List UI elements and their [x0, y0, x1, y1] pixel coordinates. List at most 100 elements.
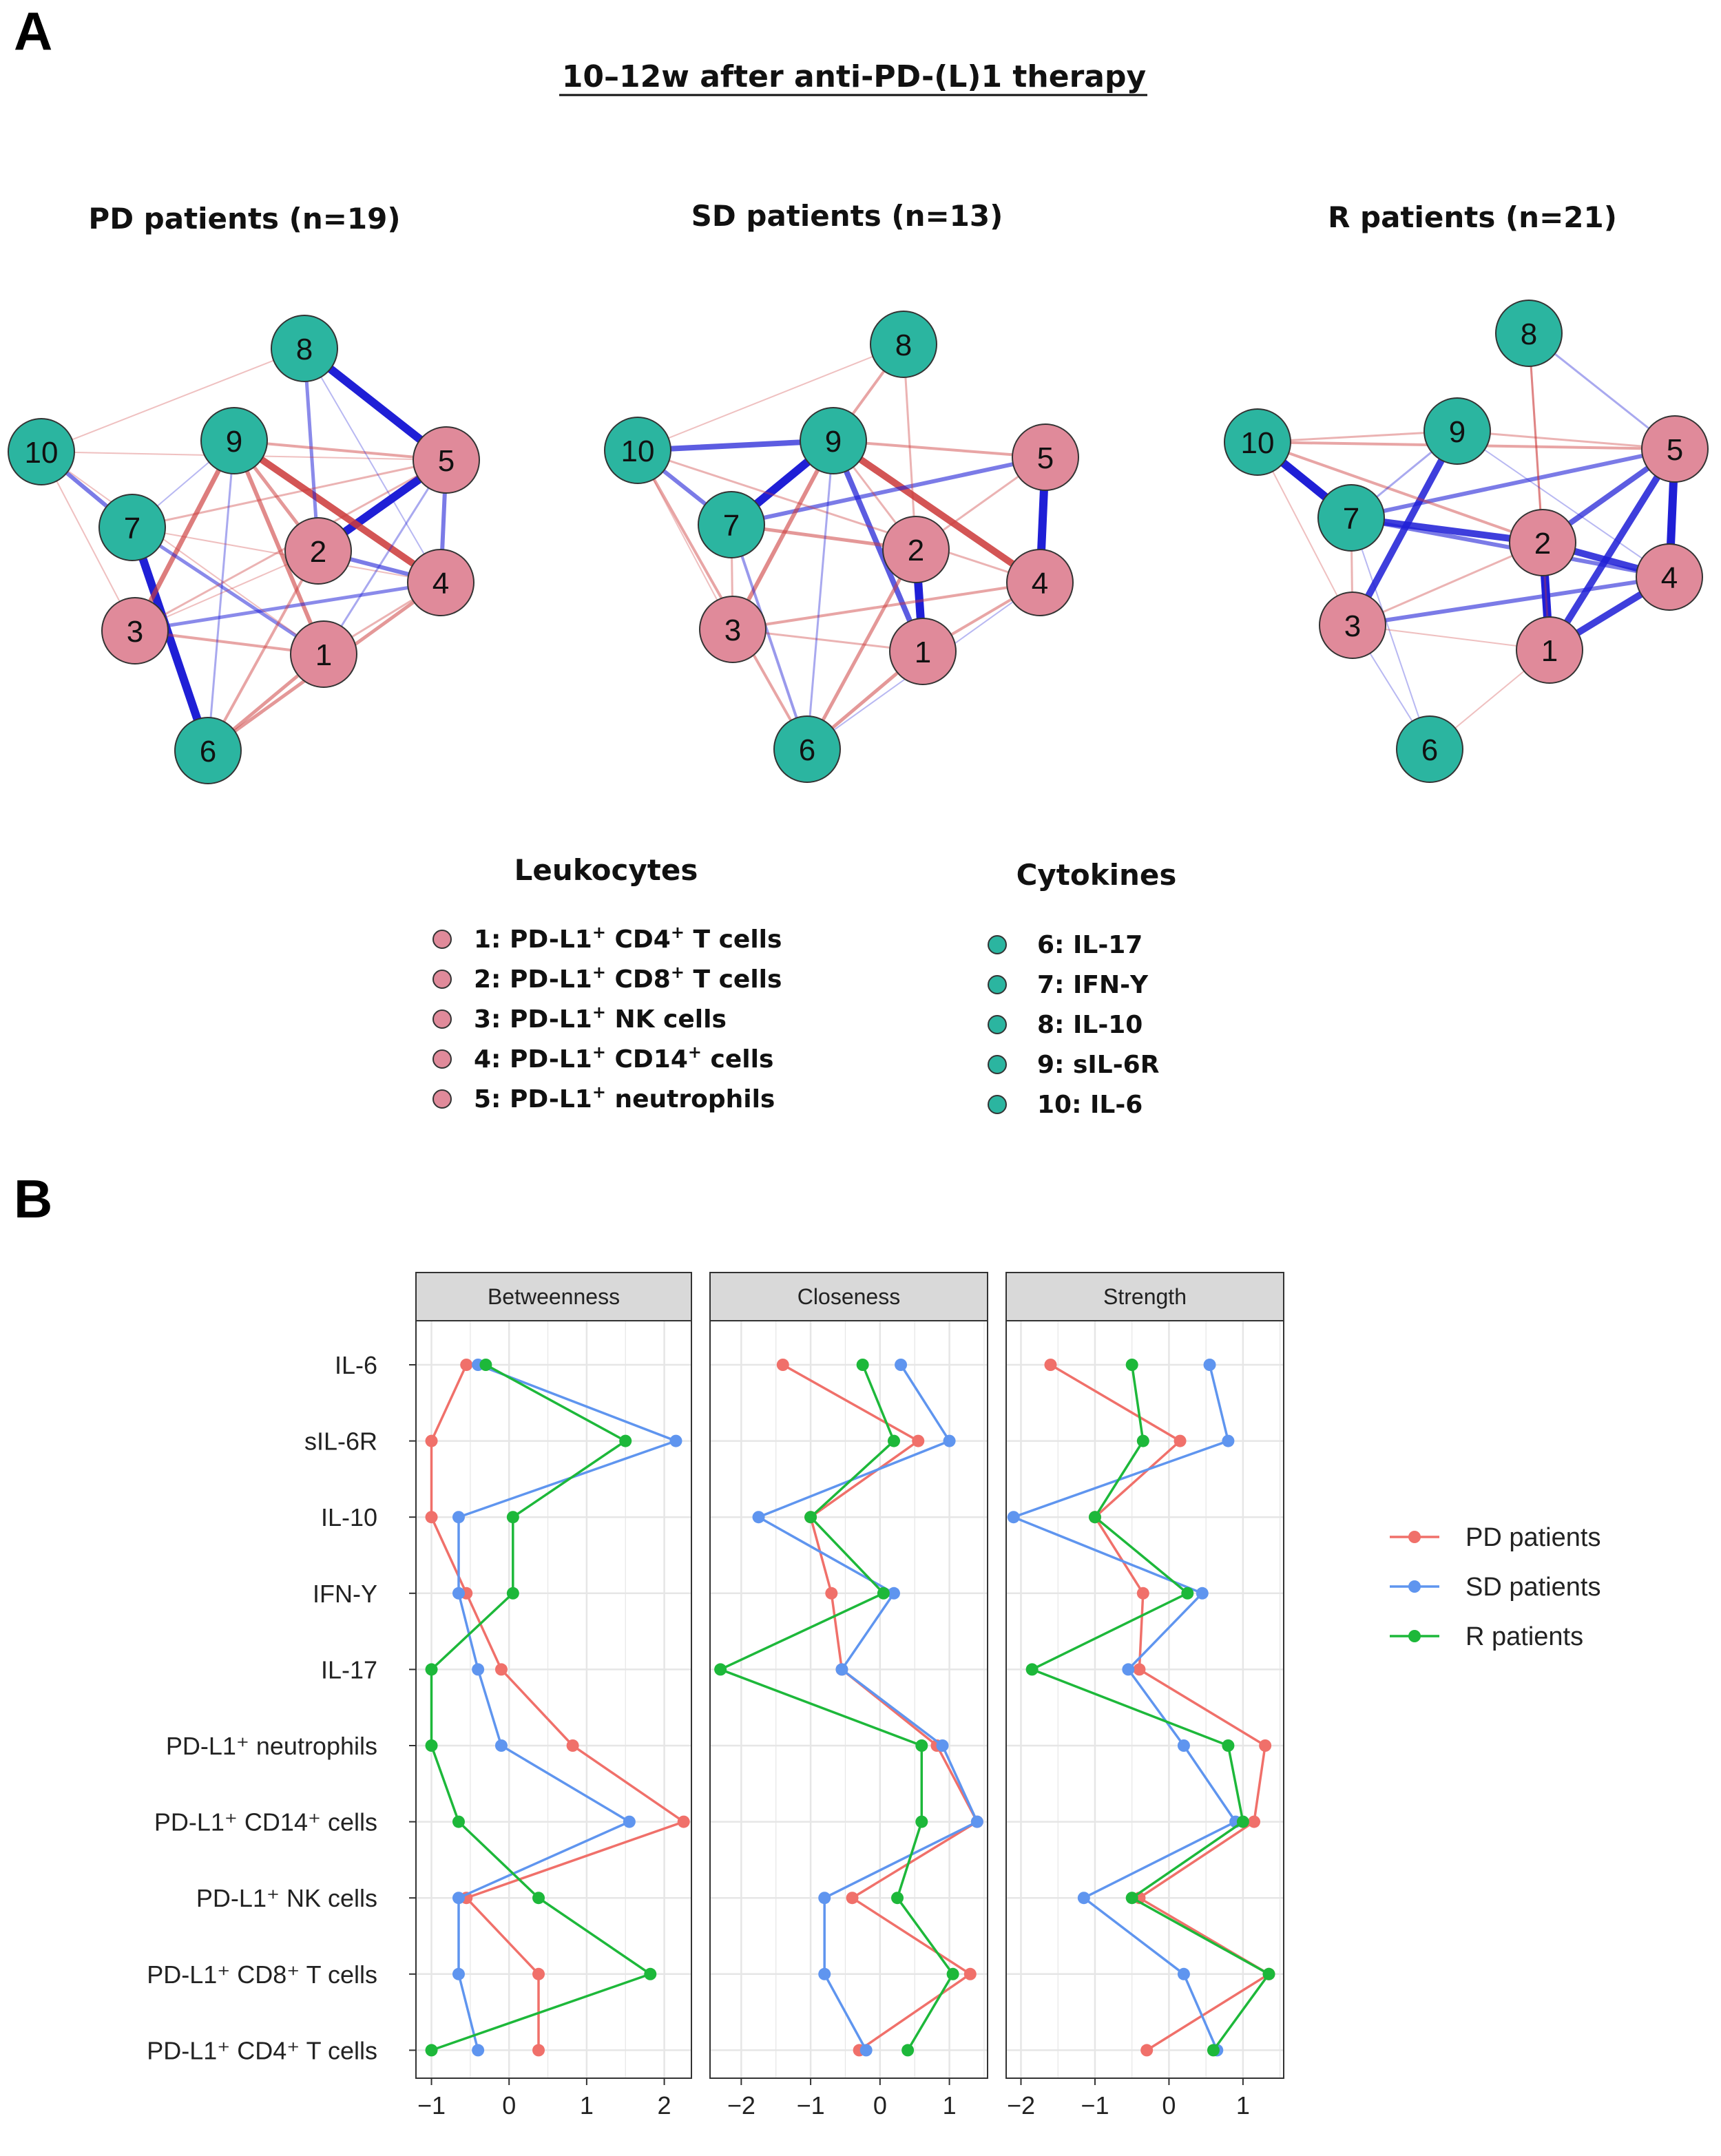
facet-strip — [1005, 1272, 1284, 1321]
data-point — [901, 2044, 915, 2057]
data-point — [1181, 1587, 1194, 1600]
edge-8-4 — [304, 348, 441, 583]
node-label-4: 4 — [1032, 567, 1048, 600]
edge-9-4 — [830, 437, 1043, 586]
y-tick-label: IFN-Υ — [313, 1580, 377, 1608]
data-point — [460, 1359, 473, 1371]
node-10 — [604, 417, 671, 484]
cytokine-legend-dot — [988, 1015, 1007, 1034]
node-label-7: 7 — [723, 509, 740, 543]
edge-6-2 — [207, 550, 320, 752]
node-label-1: 1 — [1541, 634, 1558, 668]
data-point — [846, 1892, 859, 1905]
series-line — [430, 1363, 654, 2052]
data-point — [623, 1815, 636, 1828]
network-title-pd: PD patients (n=19) — [88, 202, 400, 236]
data-point — [472, 2044, 485, 2057]
edge-9-3 — [132, 438, 237, 634]
cytokines-heading: Cytokines — [1016, 858, 1177, 892]
leukocyte-legend-item: 1: PD-L1+ CD4+ T cells — [474, 923, 782, 954]
x-tick-label: 2 — [658, 2091, 671, 2120]
node-6 — [773, 715, 841, 783]
node-3 — [1319, 592, 1386, 659]
data-point — [1177, 1967, 1190, 1980]
data-point — [825, 1587, 838, 1600]
node-legend: Leukocytes Cytokines 1: PD-L1+ CD4+ T ce… — [432, 853, 1177, 1119]
edge-2-8 — [302, 346, 320, 553]
edge-3-4 — [133, 580, 443, 633]
node-label-5: 5 — [1667, 433, 1683, 467]
edge-7-5 — [729, 455, 1047, 527]
data-point — [1133, 1663, 1146, 1676]
cytokine-legend-item: 10: IL-6 — [1037, 1091, 1143, 1119]
facet-panel — [710, 1321, 988, 2078]
edge-7-5 — [131, 459, 448, 529]
cytokine-legend-item: 7: IFN-Υ — [1037, 971, 1149, 999]
cytokine-legend-item: 6: IL-17 — [1037, 931, 1143, 959]
node-10 — [1224, 408, 1291, 476]
data-point — [506, 1511, 519, 1524]
node-label-10: 10 — [1241, 426, 1275, 460]
y-tick-label: PD-L1⁺ CD4⁺ T cells — [147, 2036, 377, 2064]
node-5 — [1641, 415, 1709, 483]
data-point — [1125, 1892, 1138, 1905]
legend-label: PD patients — [1466, 1523, 1600, 1552]
node-9 — [800, 407, 867, 474]
facet-border — [709, 1320, 988, 2079]
data-point — [943, 1434, 956, 1447]
data-point — [425, 1434, 438, 1447]
cytokine-legend-item: 8: IL-10 — [1037, 1011, 1143, 1039]
edge-5-1 — [322, 459, 448, 656]
node-label-8: 8 — [296, 333, 313, 366]
data-point — [946, 1967, 959, 1980]
edge-7-1 — [130, 525, 326, 656]
node-2 — [882, 516, 950, 583]
edge-8-2 — [902, 343, 917, 551]
node-label-5: 5 — [1037, 441, 1054, 475]
node-3 — [101, 597, 169, 664]
data-point — [912, 1434, 925, 1447]
leukocyte-legend-dot — [432, 930, 452, 949]
series-line — [1010, 1364, 1238, 2051]
edge-7-5 — [1349, 447, 1677, 520]
x-tick-label: 0 — [1162, 2091, 1176, 2120]
cytokine-legend-dot — [988, 935, 1007, 954]
node-label-2: 2 — [310, 535, 326, 569]
data-point — [804, 1511, 817, 1524]
node-label-7: 7 — [1343, 502, 1359, 536]
network-title-r: R patients (n=21) — [1328, 200, 1617, 234]
data-point — [472, 1663, 485, 1676]
cytokine-legend-dot — [988, 1095, 1007, 1114]
data-point — [506, 1587, 519, 1600]
panel-b-letter: B — [14, 1169, 52, 1229]
panel-a-title: 10–12w after anti-PD-(L)1 therapy — [562, 59, 1146, 94]
edge-10-3 — [637, 450, 733, 630]
data-point — [1203, 1359, 1216, 1371]
edge-3-2 — [1351, 541, 1544, 627]
node-7 — [98, 494, 166, 561]
data-point — [1088, 1511, 1101, 1524]
node-label-9: 9 — [226, 425, 242, 459]
node-8 — [870, 311, 937, 378]
data-point — [1077, 1892, 1090, 1905]
data-point — [1140, 2044, 1154, 2057]
node-label-6: 6 — [200, 735, 216, 768]
facet-label: Closeness — [797, 1284, 900, 1309]
facet-strip — [709, 1272, 988, 1321]
legend-key-point — [1408, 1580, 1421, 1593]
data-point — [532, 1892, 545, 1905]
node-3 — [699, 596, 766, 663]
edge-5-1 — [1546, 446, 1678, 653]
data-point — [1136, 1587, 1149, 1600]
data-point — [1177, 1739, 1190, 1752]
data-point — [644, 1967, 657, 1980]
data-point — [856, 1359, 869, 1371]
x-tick-label: 0 — [502, 2091, 516, 2120]
data-point — [835, 1663, 848, 1676]
node-5 — [413, 426, 480, 494]
node-label-5: 5 — [438, 444, 455, 478]
data-point — [532, 2044, 545, 2057]
